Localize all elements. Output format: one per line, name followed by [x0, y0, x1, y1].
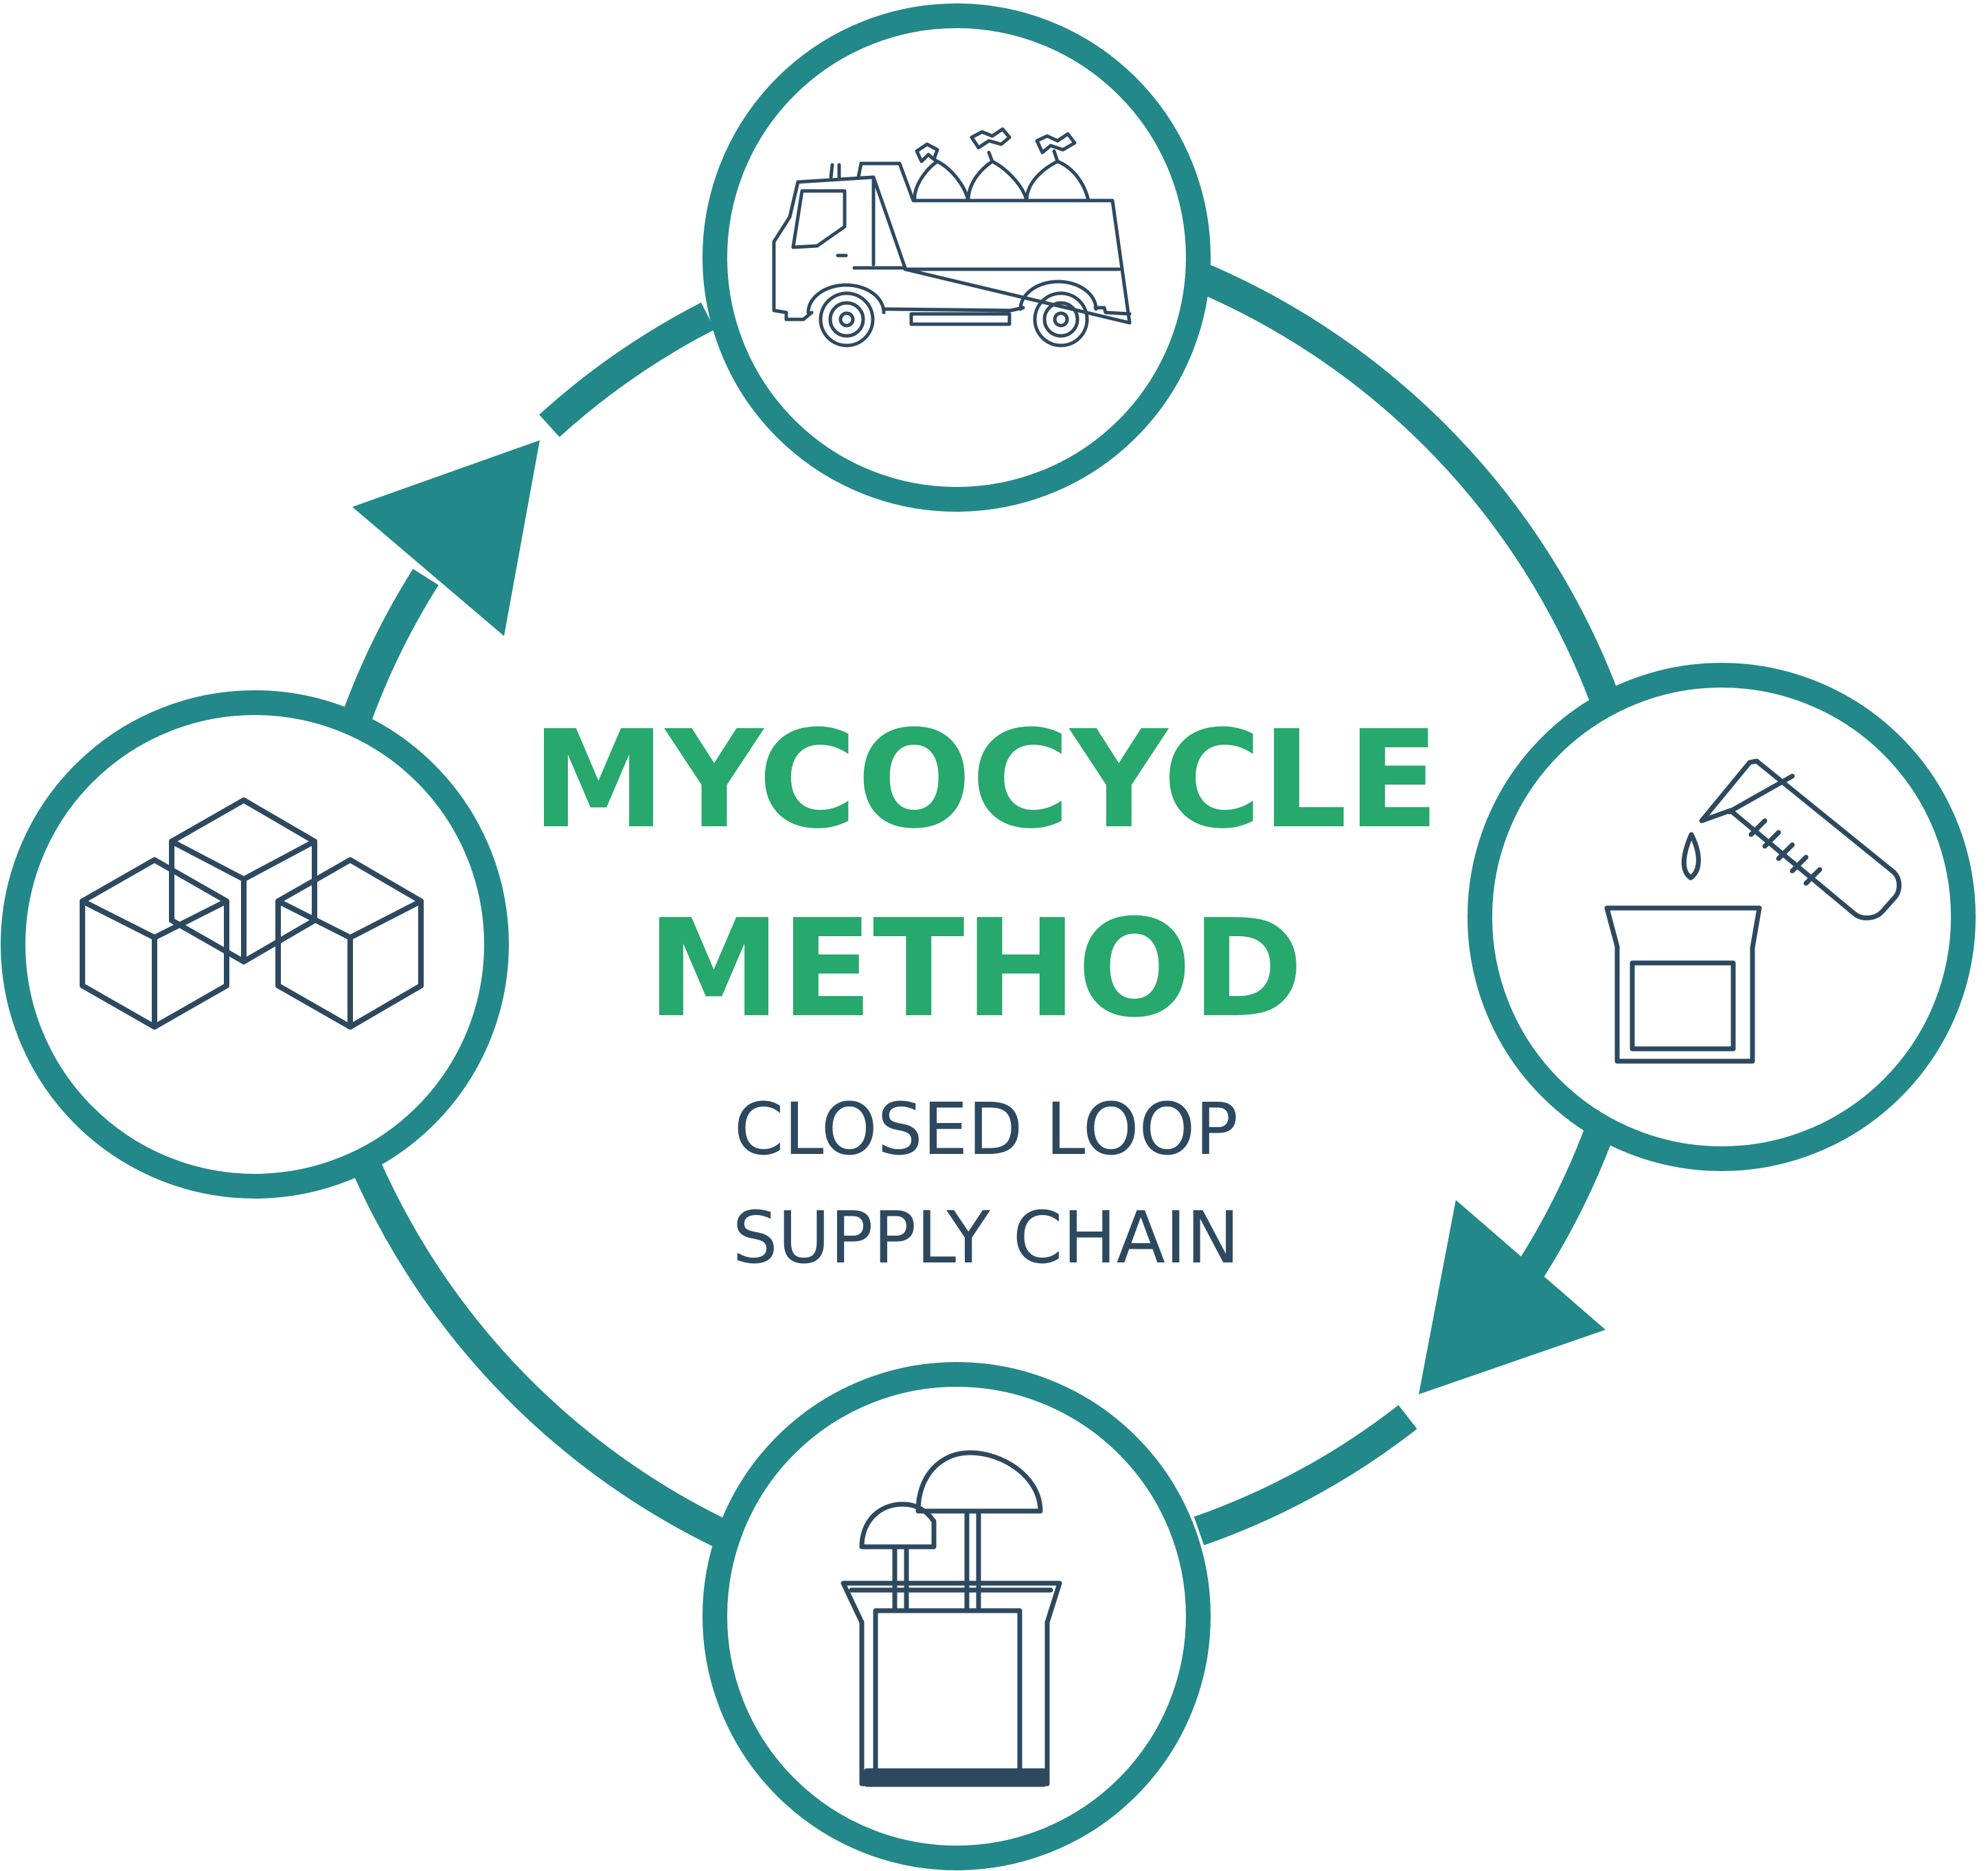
truck-icon: [772, 127, 1132, 348]
arc-left-top: [343, 569, 439, 722]
arc-bottom-left: [351, 1158, 735, 1551]
title-line2: METHOD: [647, 891, 1303, 1047]
arc-bottom-right: [1193, 1405, 1417, 1545]
cycle-arrows: [343, 264, 1619, 1551]
node-circle-right: [1467, 663, 1976, 1171]
arc-top-right: [1197, 264, 1619, 703]
node-circles: [1, 3, 1976, 1870]
arc-right-bottom: [1517, 1124, 1614, 1279]
arrowheads: [352, 440, 1606, 1394]
arrowhead-left: [352, 440, 540, 636]
node-circle-left: [1, 690, 509, 1199]
cubes-icon: [80, 797, 424, 1030]
arrowhead-right: [1419, 1200, 1606, 1394]
title-line1: MYCOCYCLE: [532, 702, 1439, 859]
arc-top-left: [539, 302, 716, 438]
center-text: MYCOCYCLE METHOD CLOSED LOOP SUPPLY CHAI…: [532, 702, 1439, 1280]
mushroom-grow-bag-icon: [841, 1450, 1062, 1787]
node-circle-bottom: [702, 1362, 1211, 1870]
subtitle-line2: SUPPLY CHAIN: [733, 1196, 1240, 1280]
subtitle-line1: CLOSED LOOP: [734, 1087, 1238, 1171]
liquid-pour-icon: [1604, 758, 1901, 1064]
node-circle-top: [702, 3, 1211, 512]
